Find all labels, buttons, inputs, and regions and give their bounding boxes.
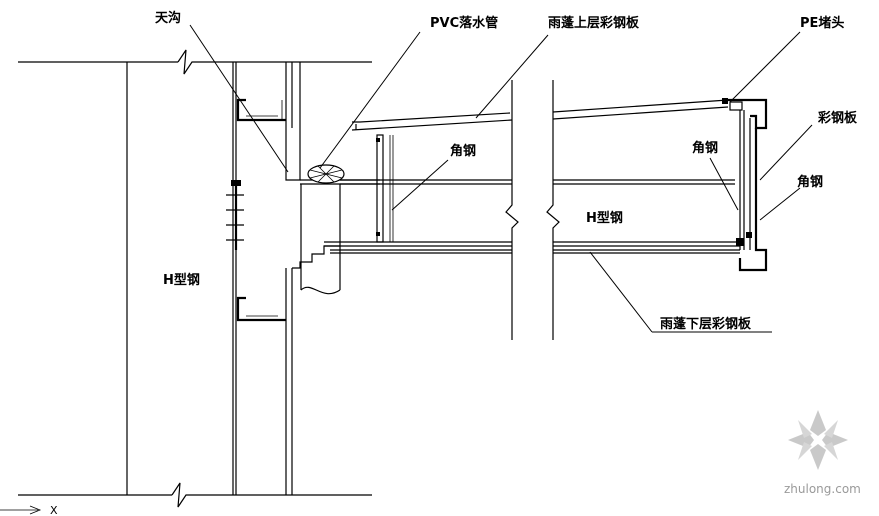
ucs-axis-indicator: X: [0, 504, 58, 516]
main-column: [18, 49, 372, 508]
color-steel-label: 彩钢板: [817, 110, 858, 126]
canopy-lower-label: 雨蓬下层彩钢板: [660, 316, 752, 332]
lower-canopy-sheet: [330, 249, 740, 254]
gutter-label: 天沟: [155, 10, 181, 26]
h-steel-label-mid: H型钢: [586, 210, 623, 226]
pvc-pipe: [300, 164, 345, 295]
canopy-upper-label: 雨蓬上层彩钢板: [548, 15, 640, 31]
angle-steel-label-left: 角钢: [450, 143, 476, 159]
right-end-trim: [722, 98, 768, 272]
h-steel-label-left: H型钢: [163, 272, 200, 288]
bolted-connection: [226, 180, 244, 250]
angle-steel-label-right: 角钢: [692, 140, 718, 156]
main-beam: [324, 179, 740, 247]
pe-cap-label: PE堵头: [800, 15, 844, 31]
pvc-pipe-label: PVC落水管: [430, 15, 498, 31]
angle-brace-left: [376, 134, 394, 243]
angle-steel-label-far: 角钢: [797, 174, 823, 190]
watermark-text: zhulong.com: [784, 482, 861, 496]
break-lines: [505, 80, 560, 340]
upper-purlin: [236, 62, 293, 165]
leader-lines: [189, 24, 813, 333]
upper-canopy-sheet: [351, 99, 729, 131]
watermark-logo: zhulong.com: [784, 410, 861, 496]
lower-purlin: [236, 268, 293, 495]
x-axis-label: X: [50, 504, 58, 516]
lower-flashing: [292, 245, 340, 269]
